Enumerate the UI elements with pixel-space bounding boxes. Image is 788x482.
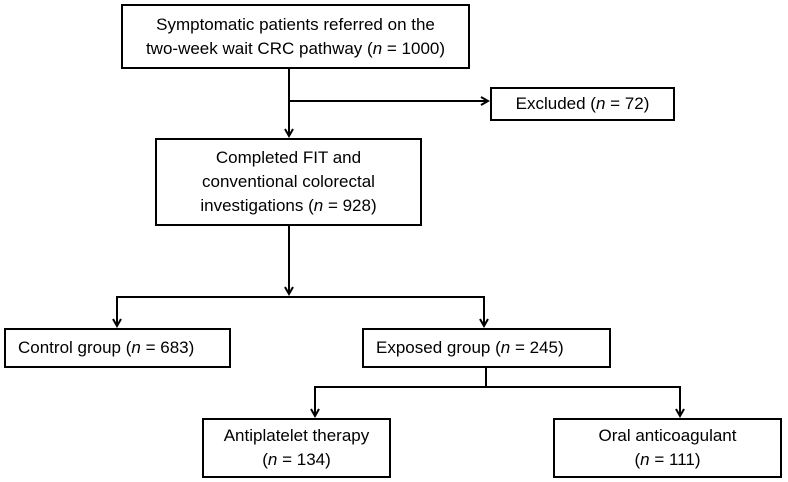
excluded-box: Excluded (n = 72) [490, 87, 675, 121]
referred-line2: two-week wait CRC pathway (n = 1000) [145, 38, 446, 58]
anticoagulant-line1: Oral anticoagulant [598, 426, 737, 445]
exposed-group-box: Exposed group (n = 245) [362, 328, 611, 368]
completed-line1: Completed FIT and [215, 148, 362, 167]
antiplatelet-line2: (n = 134) [262, 450, 331, 469]
completed-line3: investigations (n = 928) [200, 196, 377, 215]
control-label: Control group (n = 683) [18, 338, 195, 357]
completed-box: Completed FIT and conventional colorecta… [155, 138, 422, 226]
referred-box: Symptomatic patients referred on the two… [121, 4, 470, 69]
referred-line1: Symptomatic patients referred on the [156, 14, 435, 34]
excluded-label: Excluded (n = 72) [515, 94, 650, 113]
anticoagulant-box: Oral anticoagulant (n = 111) [553, 418, 782, 478]
antiplatelet-box: Antiplatelet therapy (n = 134) [202, 418, 391, 478]
exposed-label: Exposed group (n = 245) [376, 338, 564, 357]
antiplatelet-line1: Antiplatelet therapy [223, 426, 370, 445]
control-group-box: Control group (n = 683) [4, 328, 231, 368]
completed-line2: conventional colorectal [202, 172, 375, 191]
anticoagulant-line2: (n = 111) [634, 450, 701, 469]
